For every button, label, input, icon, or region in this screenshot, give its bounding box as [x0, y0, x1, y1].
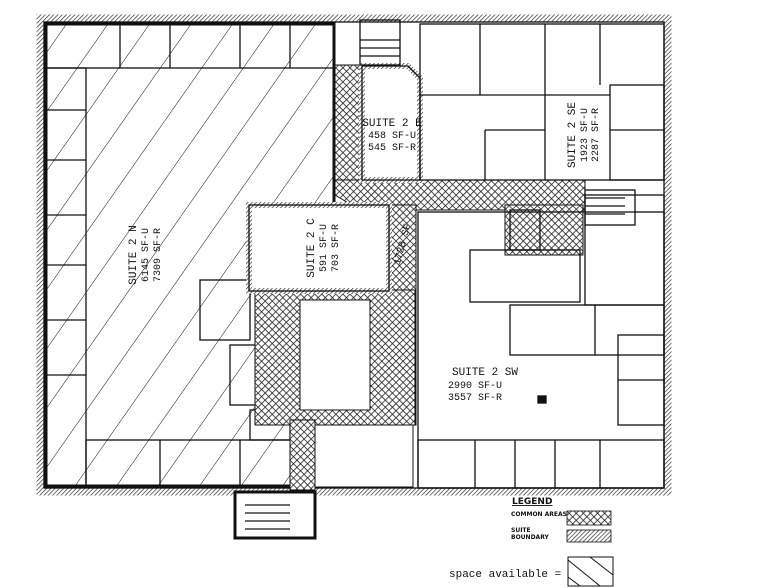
svg-text:6145 SF-U: 6145 SF-U [141, 228, 152, 282]
legend-available-swatch [567, 556, 614, 587]
svg-text:458 SF-U: 458 SF-U [368, 131, 416, 142]
suite-2e-label: SUITE 2 E 458 SF-U 545 SF-R [362, 118, 422, 154]
svg-text:3557 SF-R: 3557 SF-R [448, 393, 502, 404]
svg-text:591 SF-U: 591 SF-U [319, 224, 330, 272]
svg-text:703 SF-R: 703 SF-R [331, 224, 342, 272]
legend-boundary-swatch [566, 529, 612, 543]
suite-2c [246, 202, 392, 294]
svg-text:SUITE 2 C: SUITE 2 C [306, 218, 318, 278]
stairs-north [359, 19, 401, 66]
svg-text:LEGEND: LEGEND [512, 497, 552, 507]
svg-text:2990 SF-U: 2990 SF-U [448, 381, 502, 392]
svg-text:1923 SF-U: 1923 SF-U [580, 108, 591, 162]
restrooms [299, 299, 371, 411]
svg-text:SUITE 2 E: SUITE 2 E [362, 118, 422, 130]
svg-text:SUITE 2 N: SUITE 2 N [128, 225, 140, 284]
svg-text:BOUNDARY: BOUNDARY [511, 534, 549, 541]
svg-text:7309 SF-R: 7309 SF-R [153, 228, 164, 282]
suite-2se [419, 23, 665, 181]
svg-text:SUITE 2 SE: SUITE 2 SE [567, 102, 579, 168]
legend-common-swatch [566, 510, 612, 526]
svg-text:SUITE 2 SW: SUITE 2 SW [452, 367, 518, 379]
suite-2sw-label: SUITE 2 SW 2990 SF-U 3557 SF-R [448, 367, 518, 404]
suite-2sw [417, 194, 665, 489]
stairs-east [584, 189, 636, 226]
stairs-south [233, 490, 317, 540]
svg-text:SUITE: SUITE [511, 527, 531, 534]
suite-2se-label: SUITE 2 SE 1923 SF-U 2287 SF-R [567, 102, 602, 168]
svg-text:2287 SF-R: 2287 SF-R [591, 108, 602, 162]
svg-text:space available =: space available = [449, 569, 561, 581]
suite-2c-label: SUITE 2 C 591 SF-U 703 SF-R [306, 218, 342, 278]
svg-text:545 SF-R: 545 SF-R [368, 143, 416, 154]
svg-text:COMMON AREAS: COMMON AREAS [511, 511, 567, 518]
legend: LEGEND COMMON AREAS SUITE BOUNDARY space… [449, 497, 614, 587]
suite-2n-label: SUITE 2 N 6145 SF-U 7309 SF-R [128, 225, 164, 284]
